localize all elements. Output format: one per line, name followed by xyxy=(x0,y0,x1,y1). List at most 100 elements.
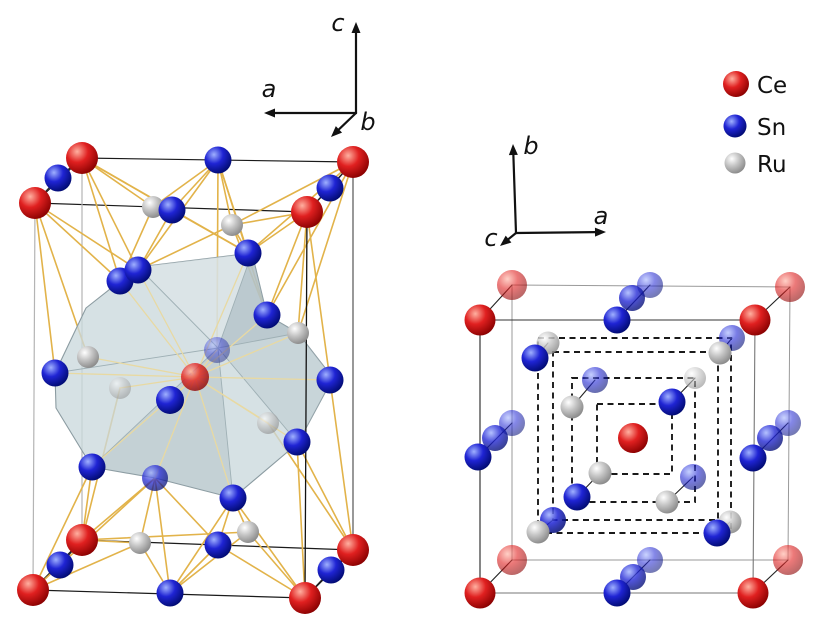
atom-ru xyxy=(109,377,131,399)
bond-yellow xyxy=(231,161,354,226)
atom-sn xyxy=(482,425,508,451)
bond-yellow xyxy=(32,466,93,591)
axis-label-b-left: b xyxy=(360,108,375,136)
axes-indicator-right xyxy=(500,144,606,246)
atom-ce xyxy=(497,270,527,300)
atom-sn xyxy=(637,547,663,573)
bond-through-polyhedron xyxy=(194,376,331,381)
atom-sn xyxy=(680,464,706,490)
bond-through-polyhedron xyxy=(194,376,234,499)
atom-sn xyxy=(703,519,731,547)
polyhedron-facet xyxy=(218,253,298,348)
atom-ce xyxy=(464,304,496,336)
atom-sn xyxy=(582,367,608,393)
atom-ce xyxy=(464,577,496,609)
atom-sn xyxy=(603,579,631,607)
atom-sn xyxy=(219,484,247,512)
axis-label-b-right: b xyxy=(523,132,538,160)
bond-yellow xyxy=(81,157,139,271)
bond-yellow xyxy=(169,497,234,594)
bond-through-polyhedron xyxy=(194,252,249,378)
helical-cage-dashed-square xyxy=(552,351,719,521)
atom-sn xyxy=(253,301,281,329)
atom-sn xyxy=(619,285,645,311)
bond-yellow xyxy=(306,211,331,381)
bond-yellow xyxy=(32,542,141,591)
atom-ru xyxy=(287,322,309,344)
bond-yellow xyxy=(296,441,306,599)
atom-ru xyxy=(560,395,584,419)
atom-ce xyxy=(773,545,803,575)
axis-arrowhead-b xyxy=(508,144,518,156)
atom-ru xyxy=(526,520,550,544)
bond-through-polyhedron xyxy=(194,332,299,378)
atom-ru xyxy=(684,367,706,389)
atom-sn xyxy=(317,556,345,584)
atom-sn xyxy=(234,239,262,267)
atom-ce xyxy=(66,524,98,556)
polyhedron-edge xyxy=(217,347,234,499)
polyhedron-edge xyxy=(217,347,299,444)
atom-sn xyxy=(563,483,591,511)
atom-sn xyxy=(637,272,663,298)
atom-ce xyxy=(19,187,51,219)
bond-yellow xyxy=(81,157,121,282)
legend-label-sn: Sn xyxy=(757,115,786,141)
atom-sn xyxy=(124,256,152,284)
atom-sn xyxy=(156,386,184,414)
atom-ce xyxy=(289,582,321,614)
bond-yellow xyxy=(169,531,249,594)
axis-arrowhead-a xyxy=(594,227,606,237)
atom-sn xyxy=(41,359,69,387)
axis-arrow-shaft-b xyxy=(512,153,518,235)
atom-ce xyxy=(291,196,323,228)
legend-swatch-ce xyxy=(723,71,749,97)
atom-ru xyxy=(708,341,732,365)
atom-sn xyxy=(521,344,549,372)
axis-label-a-left: a xyxy=(262,75,277,103)
bond-yellow xyxy=(154,477,219,546)
atom-ru xyxy=(237,521,259,543)
atom-ce xyxy=(181,363,209,391)
atom-ce xyxy=(737,577,769,609)
unit-cell-edge-front xyxy=(304,211,308,599)
atom-sn xyxy=(46,551,74,579)
atom-sn xyxy=(739,444,767,472)
polyhedron-facet xyxy=(218,333,333,443)
helical-cage-dashed-square xyxy=(571,377,696,503)
atom-ce xyxy=(497,545,527,575)
axis-arrowhead-a xyxy=(264,108,275,118)
legend-label-ru: Ru xyxy=(757,152,787,178)
polyhedron-edge xyxy=(137,266,219,349)
atom-sn xyxy=(44,164,72,192)
bond-yellow xyxy=(34,202,56,374)
legend-swatch-ru xyxy=(724,152,746,174)
atom-ce xyxy=(17,574,49,606)
axis-arrow-shaft-b xyxy=(337,111,358,131)
axis-arrow-shaft-c xyxy=(507,231,518,241)
bond-yellow xyxy=(154,477,171,594)
atom-sn xyxy=(156,579,184,607)
bond-through-polyhedron xyxy=(194,314,268,378)
bond-through-polyhedron xyxy=(194,376,298,443)
atom-sn xyxy=(775,410,801,436)
unit-cell-edge xyxy=(32,202,36,591)
atom-ce xyxy=(618,423,648,453)
atom-sn xyxy=(316,174,344,202)
atom-sn xyxy=(204,531,232,559)
atom-sn xyxy=(158,196,186,224)
legend-swatch-sn xyxy=(723,114,747,138)
atom-ce xyxy=(337,146,369,178)
atom-ce xyxy=(775,272,805,302)
atom-sn xyxy=(464,443,492,471)
bond-through-polyhedron xyxy=(154,376,196,479)
helical-cage-dashed-square xyxy=(596,403,673,475)
atom-sn xyxy=(499,410,525,436)
atom-ce xyxy=(739,304,771,336)
axis-arrowhead-c xyxy=(500,235,512,246)
atom-sn xyxy=(78,453,106,481)
atom-ce xyxy=(66,142,98,174)
bond-through-polyhedron xyxy=(119,280,196,378)
atom-ru xyxy=(588,461,612,485)
